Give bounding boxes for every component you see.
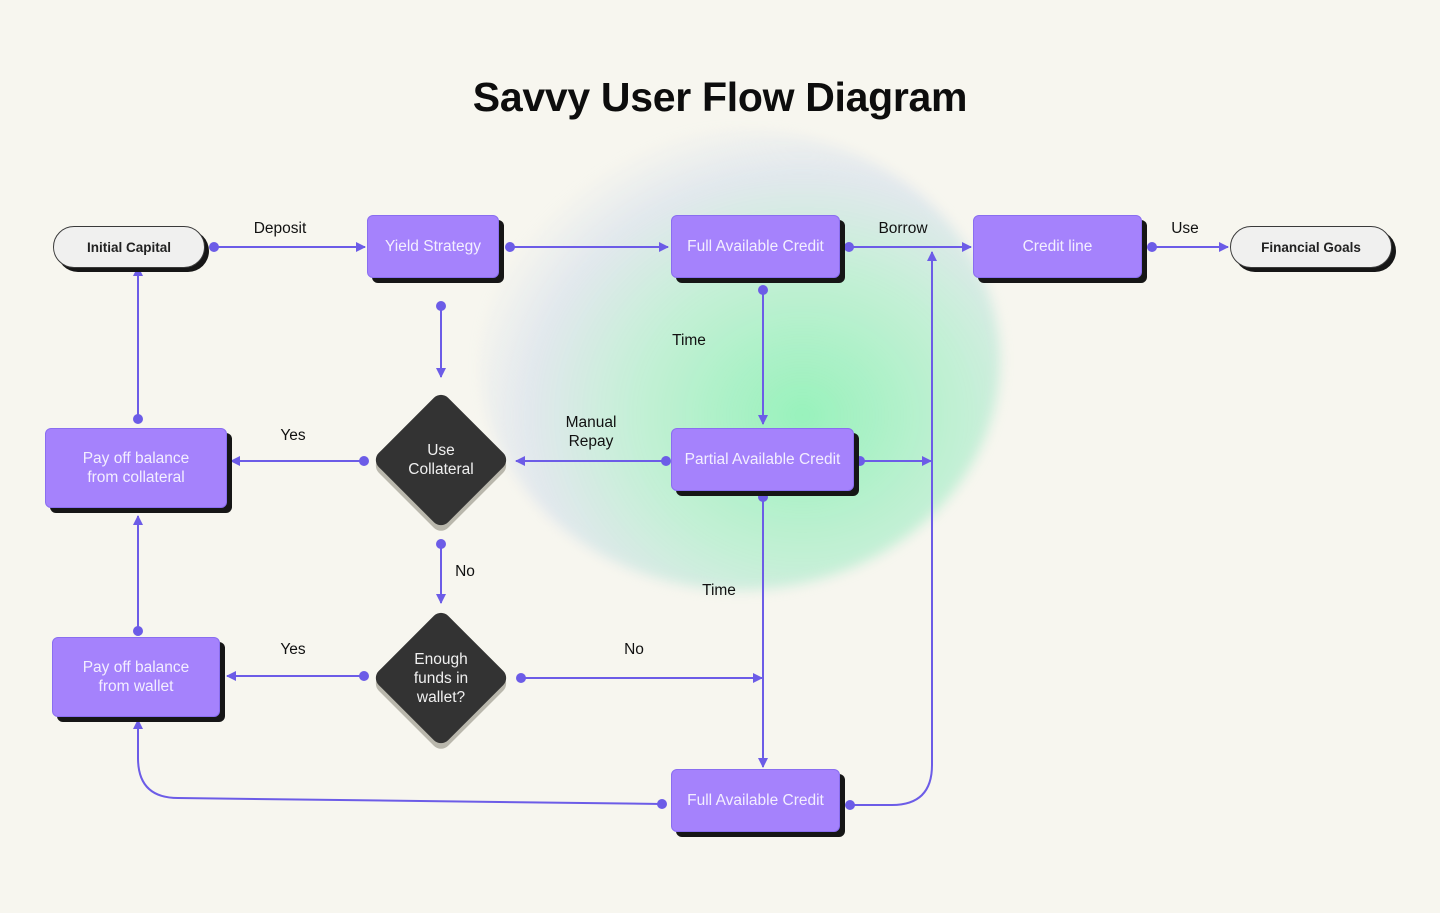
node-label: Pay off balance from collateral bbox=[82, 450, 190, 486]
node-initial-capital[interactable]: Initial Capital bbox=[53, 226, 205, 268]
label-time-top: Time bbox=[672, 332, 706, 349]
connector-dot bbox=[505, 242, 515, 252]
label-borrow: Borrow bbox=[878, 220, 928, 237]
decision-use-collateral[interactable]: Use Collateral bbox=[371, 390, 511, 530]
node-partial-available-credit[interactable]: Partial Available Credit bbox=[671, 428, 854, 491]
node-label: Yield Strategy bbox=[385, 238, 481, 255]
diagram-title: Savvy User Flow Diagram bbox=[472, 74, 968, 120]
node-label: Use Collateral bbox=[408, 442, 474, 478]
connector-dot bbox=[209, 242, 219, 252]
connector-dot bbox=[436, 301, 446, 311]
node-label: Partial Available Credit bbox=[684, 451, 841, 468]
connector-dot bbox=[133, 626, 143, 636]
label-time-bottom: Time bbox=[702, 582, 736, 599]
node-label: Financial Goals bbox=[1261, 239, 1361, 255]
connector-dot bbox=[845, 800, 855, 810]
label-no-wallet: No bbox=[624, 641, 644, 658]
node-label: Credit line bbox=[1022, 238, 1093, 255]
connector-dot bbox=[436, 539, 446, 549]
node-financial-goals[interactable]: Financial Goals bbox=[1230, 226, 1392, 268]
node-label: Enough funds in wallet? bbox=[413, 650, 469, 706]
node-label: Full Available Credit bbox=[687, 792, 824, 809]
connector-dot bbox=[657, 799, 667, 809]
edge-full-credit-to-wallet bbox=[133, 719, 663, 805]
node-pay-off-from-wallet[interactable]: Pay off balance from wallet bbox=[52, 637, 220, 717]
label-yes-collateral: Yes bbox=[280, 427, 306, 444]
node-pay-off-from-collateral[interactable]: Pay off balance from collateral bbox=[45, 428, 227, 508]
connector-dot bbox=[661, 456, 671, 466]
connector-dot bbox=[359, 456, 369, 466]
connector-dot bbox=[855, 456, 865, 466]
label-use: Use bbox=[1171, 220, 1199, 237]
background-glow bbox=[480, 130, 1000, 590]
connector-dot bbox=[844, 242, 854, 252]
node-full-available-credit-bottom[interactable]: Full Available Credit bbox=[671, 769, 840, 832]
label-no-collateral: No bbox=[455, 563, 475, 580]
label-deposit: Deposit bbox=[253, 220, 307, 237]
node-full-available-credit-top[interactable]: Full Available Credit bbox=[671, 215, 840, 278]
decision-enough-funds[interactable]: Enough funds in wallet? bbox=[371, 608, 511, 748]
node-label: Full Available Credit bbox=[687, 238, 824, 255]
node-yield-strategy[interactable]: Yield Strategy bbox=[367, 215, 499, 278]
connector-dot bbox=[758, 492, 768, 502]
connector-dot bbox=[1147, 242, 1157, 252]
node-label: Pay off balance from wallet bbox=[82, 659, 190, 695]
label-manual-repay: Manual Repay bbox=[565, 414, 617, 450]
edge-full-credit-to-credit-line bbox=[850, 251, 937, 806]
connector-dot bbox=[516, 673, 526, 683]
connector-dot bbox=[359, 671, 369, 681]
connector-dot bbox=[133, 414, 143, 424]
node-label: Initial Capital bbox=[86, 239, 171, 255]
node-credit-line[interactable]: Credit line bbox=[973, 215, 1142, 278]
connector-dot bbox=[758, 285, 768, 295]
label-yes-wallet: Yes bbox=[280, 641, 306, 658]
